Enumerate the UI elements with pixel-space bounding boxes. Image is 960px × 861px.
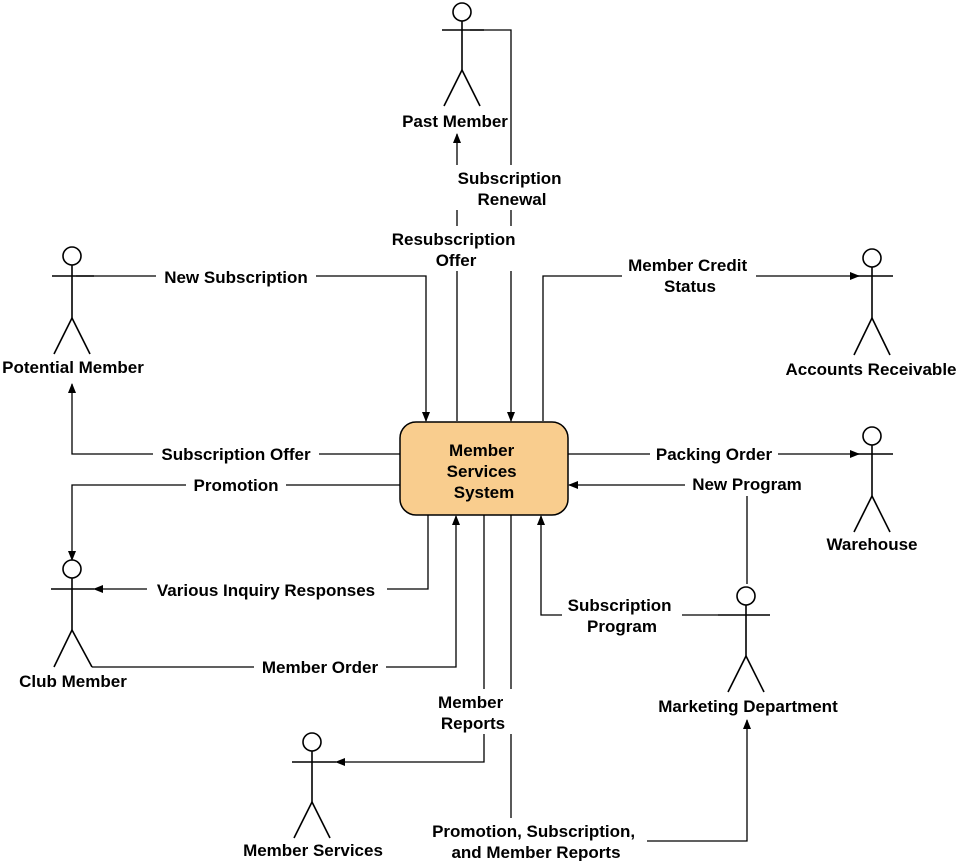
stick-figure-icon: [51, 559, 94, 668]
actor-label: Warehouse: [826, 535, 917, 554]
actor-club-member: Club Member: [19, 559, 127, 691]
actor-label: Club Member: [19, 672, 127, 691]
flow-member-reports-label: Member Reports: [438, 693, 508, 733]
actor-accounts-receivable: Accounts Receivable: [785, 248, 957, 379]
actor-marketing-department: Marketing Department: [658, 586, 838, 716]
flow-promotion-line: [68, 484, 400, 561]
stick-figure-icon: [718, 586, 770, 693]
actor-label: Potential Member: [2, 358, 144, 377]
flow-subscription-renewal-label: Subscription Renewal: [458, 169, 567, 209]
stick-figure-icon: [851, 248, 893, 356]
stick-figure-icon: [442, 2, 484, 107]
flow-various-inquiry-responses-label: Various Inquiry Responses: [157, 581, 375, 600]
flow-subscription-program-label: Subscription Program: [568, 596, 677, 636]
flow-subscription-offer-label: Subscription Offer: [161, 445, 311, 464]
flow-member-credit-status-label: Member Credit Status: [628, 256, 752, 296]
flow-resubscription-offer-label: Resubscription Offer: [392, 230, 520, 270]
actor-warehouse: Warehouse: [826, 426, 918, 554]
flow-subscription-renewal-line: [470, 29, 515, 422]
stick-figure-icon: [292, 732, 336, 839]
flow-member-credit-status-line: [542, 272, 860, 421]
system-box: [399, 421, 569, 516]
flow-member-order-line: [92, 515, 460, 668]
actor-member-services: Member Services: [243, 732, 383, 860]
flow-packing-order-label: Packing Order: [656, 445, 773, 464]
actor-past-member: Past Member: [402, 2, 508, 131]
flow-new-program-label: New Program: [692, 475, 802, 494]
member-services-system: Member Services System: [399, 421, 569, 516]
actor-label: Member Services: [243, 841, 383, 860]
flow-promotion-label: Promotion: [194, 476, 279, 495]
system-label: Member Services System: [447, 441, 522, 502]
flow-labels: Subscription Renewal Resubscription Offe…: [147, 165, 809, 861]
stick-figure-icon: [52, 246, 94, 355]
actor-label: Accounts Receivable: [785, 360, 956, 379]
flow-promotion-subscription-member-reports-line: [510, 515, 751, 842]
flow-new-subscription-label: New Subscription: [164, 268, 308, 287]
actor-label: Past Member: [402, 112, 508, 131]
flow-member-order-label: Member Order: [262, 658, 379, 677]
flow-new-subscription-line: [76, 275, 430, 422]
actor-potential-member: Potential Member: [2, 246, 144, 377]
flow-new-program-line: [568, 481, 748, 584]
stick-figure-icon: [851, 426, 893, 533]
flow-member-reports-line: [335, 515, 485, 766]
flow-promotion-subscription-member-reports-label: Promotion, Subscription, and Member Repo…: [432, 822, 640, 861]
actor-label: Marketing Department: [658, 697, 838, 716]
